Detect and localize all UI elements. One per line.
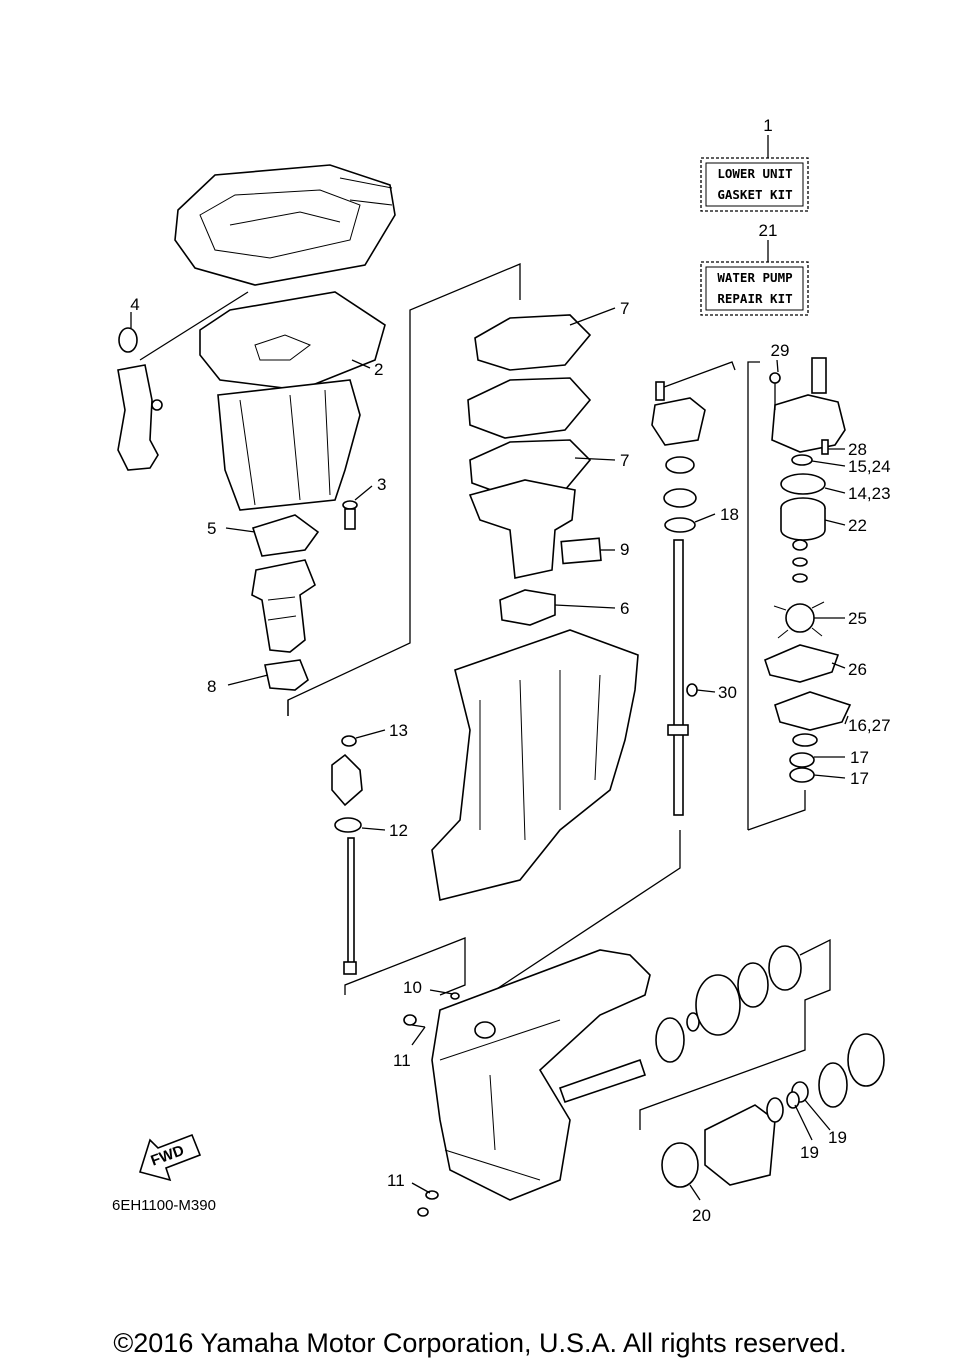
seal-carrier-part xyxy=(792,733,818,747)
pin-part-30 xyxy=(686,683,698,697)
insert-cartridge-part-22 xyxy=(780,497,826,541)
oring-part-14 xyxy=(780,473,826,495)
callout-25[interactable]: 25 xyxy=(848,609,867,628)
upper-casing-part xyxy=(174,164,396,286)
diagram-code: 6EH1100-M390 xyxy=(112,1197,216,1214)
callout-5[interactable]: 5 xyxy=(207,519,216,538)
kit-water-pump-repair[interactable]: 21 WATER PUMP REPAIR KIT xyxy=(700,221,809,316)
callout-11-upper[interactable]: 11 xyxy=(393,1051,411,1070)
callout-12[interactable]: 12 xyxy=(389,821,408,840)
callout-29[interactable]: 29 xyxy=(771,341,790,360)
shim-part-2 xyxy=(737,962,769,1008)
callout-2[interactable]: 2 xyxy=(374,360,383,379)
exhaust-manifold-part xyxy=(251,559,316,653)
callout-18[interactable]: 18 xyxy=(720,505,739,524)
grouping-lines xyxy=(139,263,831,1130)
callout-20[interactable]: 20 xyxy=(692,1206,711,1225)
propeller-shaft-part xyxy=(558,1058,647,1104)
seal-part-6 xyxy=(499,589,556,626)
upper-plate-part xyxy=(467,377,592,439)
seal-part-8 xyxy=(264,659,309,691)
callout-19-left[interactable]: 19 xyxy=(800,1143,819,1162)
water-pump-housing-part xyxy=(769,357,846,455)
callout-28[interactable]: 28 xyxy=(848,440,867,459)
callout-16-27[interactable]: 16,27 xyxy=(848,716,891,735)
gasket-part-5 xyxy=(251,514,320,557)
bearing-housing-part xyxy=(651,381,706,508)
gasket-part-2 xyxy=(199,291,386,391)
oring-part-20 xyxy=(661,1142,699,1188)
plug-part-10 xyxy=(450,992,460,1000)
reverse-bearing-part xyxy=(847,1033,885,1087)
impeller-part-25 xyxy=(773,601,825,639)
plug-part-3 xyxy=(342,500,358,530)
prop-bearing-housing-part xyxy=(704,1097,784,1186)
callout-17-lower[interactable]: 17 xyxy=(850,769,869,788)
oil-seal-part-17a xyxy=(789,752,815,768)
oil-seal-part-17b xyxy=(789,767,815,783)
oring-part-18 xyxy=(664,517,696,533)
callout-13[interactable]: 13 xyxy=(389,721,408,740)
callout-10[interactable]: 10 xyxy=(403,978,422,997)
bearing-part xyxy=(768,945,802,991)
callout-15-24[interactable]: 15,24 xyxy=(848,457,891,476)
callout-11-lower[interactable]: 11 xyxy=(387,1171,405,1190)
shift-rod-part xyxy=(331,735,363,975)
callout-26[interactable]: 26 xyxy=(848,660,867,679)
kit-title-line2: GASKET KIT xyxy=(717,187,792,202)
shim-part xyxy=(655,1017,685,1063)
seal-part-19b xyxy=(786,1091,800,1109)
damper-part-9 xyxy=(560,537,602,565)
gasket-part-7a xyxy=(474,314,592,371)
kit-number: 21 xyxy=(759,221,778,240)
center-casing-part xyxy=(468,479,576,579)
oil-pipe-part xyxy=(117,364,163,471)
kit-title-line1: LOWER UNIT xyxy=(717,166,792,181)
upper-case-part xyxy=(431,629,639,901)
callouts: 2 3 4 5 6 7 7 8 9 10 11 11 12 13 14,23 1… xyxy=(130,295,890,1225)
kit-title-line1: WATER PUMP xyxy=(717,270,792,285)
gasket-part-4 xyxy=(118,327,138,353)
bolt-part-11a xyxy=(403,1014,426,1028)
bolt-part-11b xyxy=(417,1190,439,1217)
callout-17-upper[interactable]: 17 xyxy=(850,748,869,767)
kit-number: 1 xyxy=(763,116,772,135)
oring-part-15 xyxy=(791,454,813,466)
callout-22[interactable]: 22 xyxy=(848,516,867,535)
callout-14-23[interactable]: 14,23 xyxy=(848,484,891,503)
callout-4[interactable]: 4 xyxy=(130,295,139,314)
exhaust-housing-part xyxy=(217,379,361,511)
copyright-notice: ©2016 Yamaha Motor Corporation, U.S.A. A… xyxy=(113,1328,846,1358)
gasket-part-16 xyxy=(774,691,852,731)
gasket-part-7b xyxy=(469,439,592,496)
kit-title-line2: REPAIR KIT xyxy=(717,291,792,306)
callout-8[interactable]: 8 xyxy=(207,677,216,696)
callout-9[interactable]: 9 xyxy=(620,540,629,559)
callout-7-top[interactable]: 7 xyxy=(620,299,629,318)
reverse-shim-part xyxy=(818,1062,848,1108)
callout-7-lower[interactable]: 7 xyxy=(620,451,629,470)
oring-part-12 xyxy=(334,817,362,833)
outer-plate-part-26 xyxy=(764,644,840,683)
callout-19-right[interactable]: 19 xyxy=(828,1128,847,1147)
drive-shaft-part xyxy=(667,539,689,816)
callout-3[interactable]: 3 xyxy=(377,475,386,494)
pump-small-parts xyxy=(792,539,808,583)
callout-30[interactable]: 30 xyxy=(718,683,737,702)
lower-case-part xyxy=(431,949,651,1201)
callout-6[interactable]: 6 xyxy=(620,599,629,618)
kit-lower-unit-gasket[interactable]: 1 LOWER UNIT GASKET KIT xyxy=(700,116,809,212)
forward-direction-arrow: FWD xyxy=(138,1133,202,1182)
forward-gear-part xyxy=(695,974,741,1036)
